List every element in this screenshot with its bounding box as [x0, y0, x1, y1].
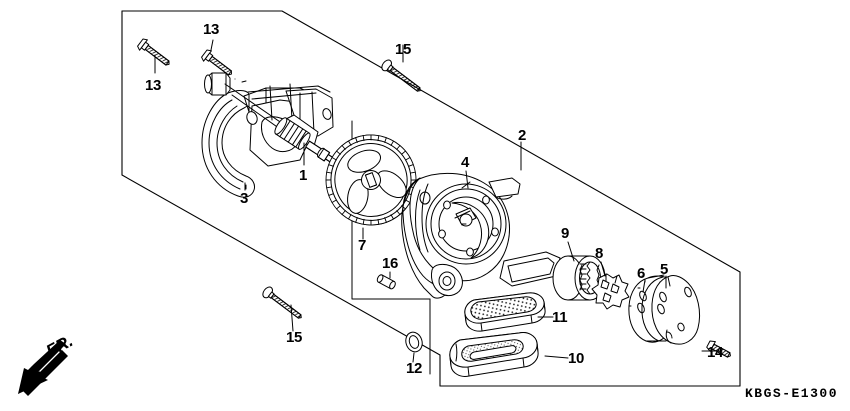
- callout-6: 6: [637, 265, 646, 282]
- callout-3: 3: [240, 190, 249, 207]
- part-16-dowel-pin: [376, 271, 396, 290]
- callout-5: 5: [660, 261, 669, 278]
- callout-4: 4: [461, 154, 470, 171]
- part-5-pump-cover-front: [651, 275, 701, 345]
- leader-8: [600, 261, 606, 277]
- part-15-bolt-lower: [262, 286, 302, 332]
- part-10-strainer-frame: [449, 332, 569, 377]
- part-12-o-ring: [405, 331, 423, 363]
- callout-1: 1: [299, 167, 308, 184]
- leader-10: [544, 355, 569, 359]
- front-direction-marker: FR.: [10, 331, 100, 400]
- part-14-screw: [701, 340, 731, 358]
- callout-9: 9: [561, 225, 570, 242]
- callout-2: 2: [518, 127, 527, 144]
- part-13-bolt-upper: [201, 39, 232, 76]
- callout-7: 7: [358, 237, 367, 254]
- callout-15-lower: 15: [286, 329, 303, 346]
- callout-12: 12: [406, 360, 423, 377]
- callout-13-upper: 13: [203, 21, 220, 38]
- leader-12: [412, 352, 415, 363]
- callout-13-left: 13: [145, 77, 162, 94]
- part-13-bolt-left: [137, 38, 170, 74]
- assembly-frame-dotted: [121, 159, 431, 375]
- callout-8: 8: [595, 245, 604, 262]
- part-11-strainer-screen: [464, 292, 554, 332]
- callout-15-upper: 15: [395, 41, 412, 58]
- callout-14: 14: [707, 344, 724, 361]
- fr-arrow-icon: [18, 340, 68, 396]
- part-7-driven-gear: [325, 134, 417, 240]
- part-4-pump-body: [401, 170, 561, 299]
- leader-9: [567, 241, 575, 262]
- part-8-inner-rotor: [591, 261, 630, 310]
- callout-11: 11: [552, 309, 568, 326]
- leader-4: [465, 170, 469, 189]
- callout-10: 10: [568, 350, 585, 367]
- assembly-frame-outline: [121, 10, 741, 387]
- diagram-part-number: KBGS-E1300: [744, 386, 838, 401]
- leader-13-upper: [210, 39, 214, 51]
- leader-15-lower: [290, 304, 294, 332]
- callout-16: 16: [382, 255, 399, 272]
- part-15-bolt-upper: [381, 44, 421, 92]
